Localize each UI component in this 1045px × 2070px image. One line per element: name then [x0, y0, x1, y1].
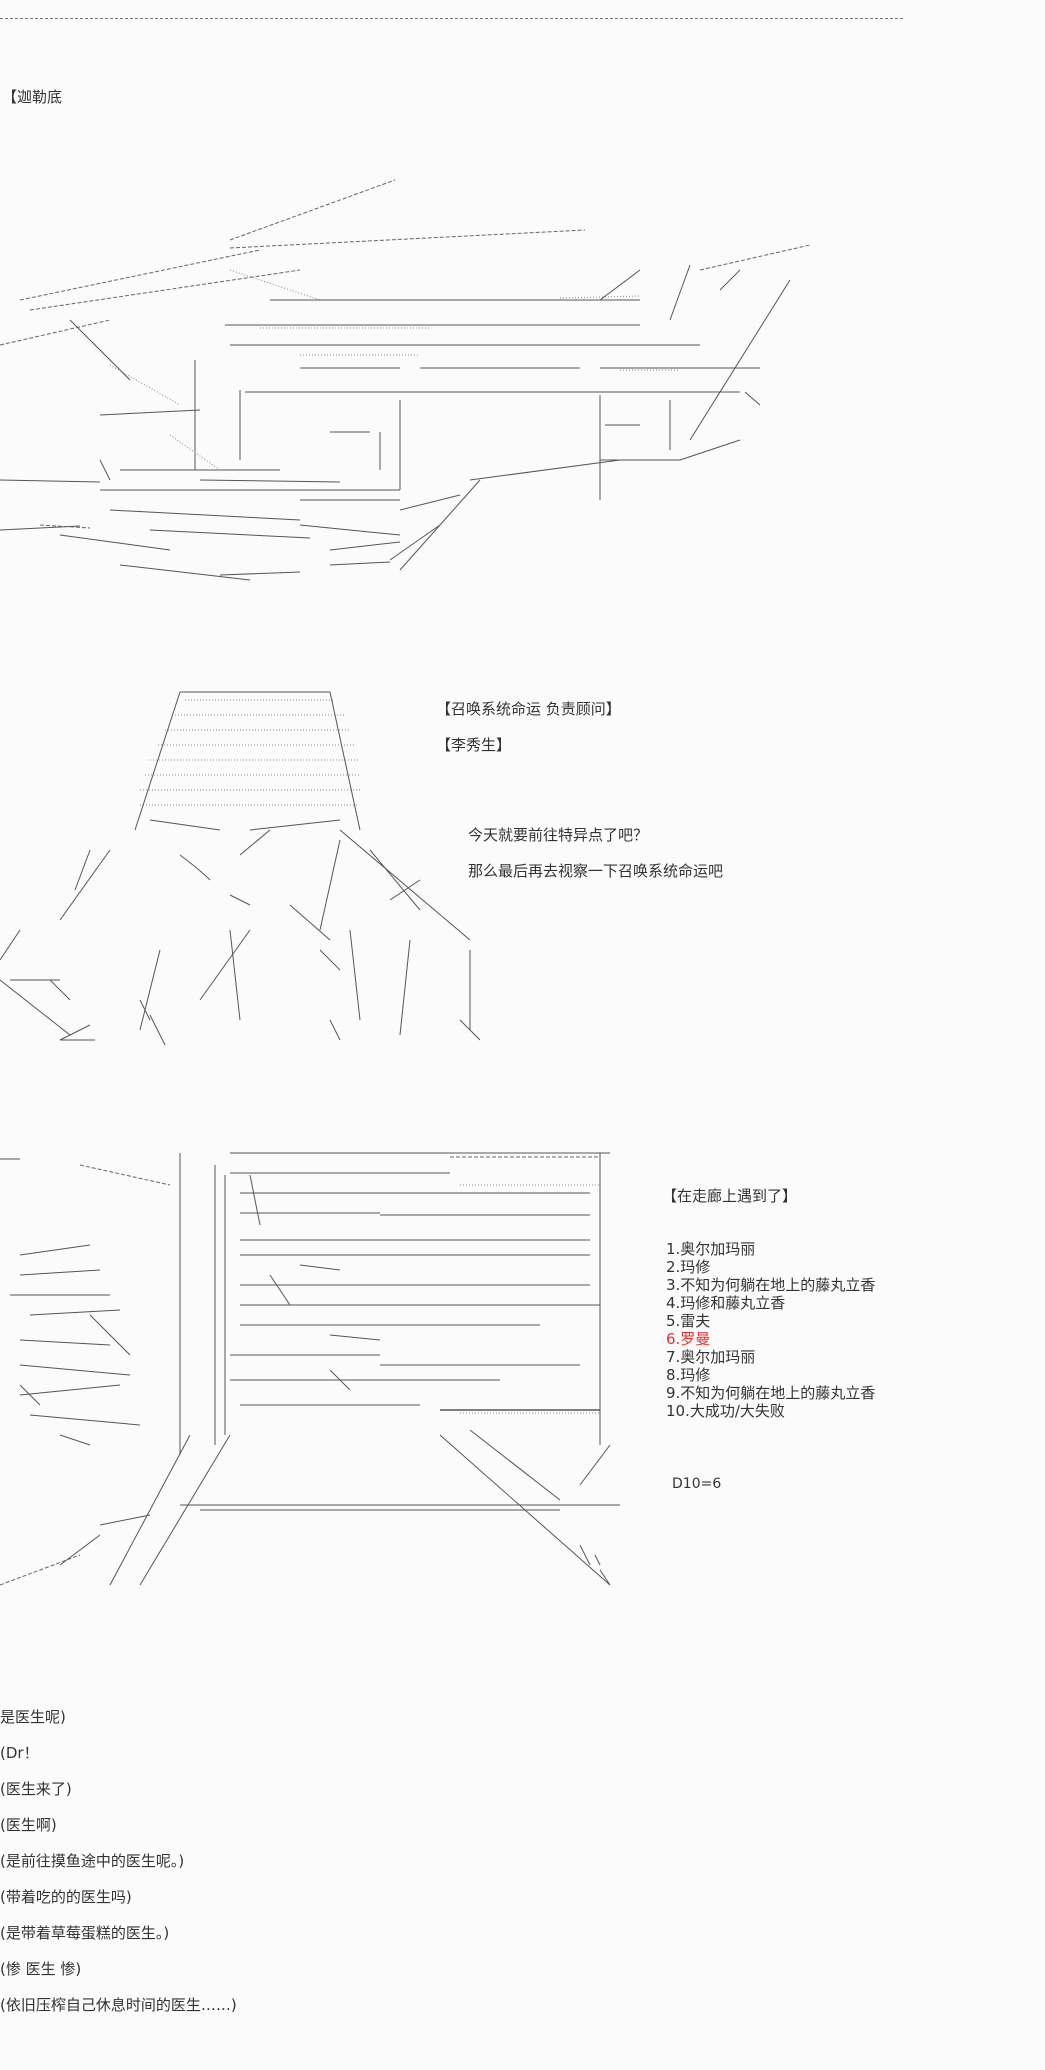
reply-item: (惨 医生 惨): [0, 1960, 82, 1978]
reply-item: 是医生呢): [0, 1708, 66, 1726]
reply-item: (医生来了): [0, 1780, 72, 1798]
panel2-dialogue-line1: 今天就要前往特异点了吧？: [468, 826, 649, 844]
top-divider: [0, 18, 903, 19]
reply-item: (是前往摸鱼途中的医生呢。): [0, 1852, 185, 1870]
panel2-title-tag: 【召唤系统命运 负责顾问】: [436, 700, 621, 718]
option-item: 5.雷夫: [666, 1312, 711, 1330]
dice-result: D10=6: [672, 1476, 722, 1492]
reply-item: (是带着草莓蛋糕的医生。): [0, 1924, 170, 1942]
option-item: 4.玛修和藤丸立香: [666, 1294, 786, 1312]
reply-item: (Dr！: [0, 1744, 39, 1762]
reader-replies-list: 是医生呢) (Dr！ (医生来了) (医生啊) (是前往摸鱼途中的医生呢。) (…: [0, 1708, 237, 2032]
option-item: 1.奥尔加玛丽: [666, 1240, 756, 1258]
option-item: 7.奥尔加玛丽: [666, 1348, 756, 1366]
encounter-options-list: 1.奥尔加玛丽 2.玛修 3.不知为何躺在地上的藤丸立香 4.玛修和藤丸立香 5…: [666, 1240, 875, 1420]
option-item: 10.大成功/大失败: [666, 1402, 785, 1420]
reply-item: (依旧压榨自己休息时间的医生……): [0, 1996, 237, 2014]
reply-item: (医生啊): [0, 1816, 57, 1834]
panel1-name-tag: 【迦勒底: [2, 88, 63, 106]
option-item: 2.玛修: [666, 1258, 711, 1276]
reply-item: (带着吃的的医生吗): [0, 1888, 132, 1906]
panel3-event-tag: 【在走廊上遇到了】: [662, 1187, 798, 1205]
corridor-art: [0, 1145, 630, 1605]
panel2-name-tag: 【李秀生】: [436, 736, 512, 754]
option-item: 3.不知为何躺在地上的藤丸立香: [666, 1276, 876, 1294]
counselor-figure-art: [0, 680, 480, 1050]
chaldea-building-art: [0, 170, 820, 590]
option-item: 9.不知为何躺在地上的藤丸立香: [666, 1384, 876, 1402]
option-item-selected: 6.罗曼: [666, 1330, 711, 1348]
panel2-dialogue-line2: 那么最后再去视察一下召唤系统命运吧: [468, 862, 724, 880]
option-item: 8.玛修: [666, 1366, 711, 1384]
